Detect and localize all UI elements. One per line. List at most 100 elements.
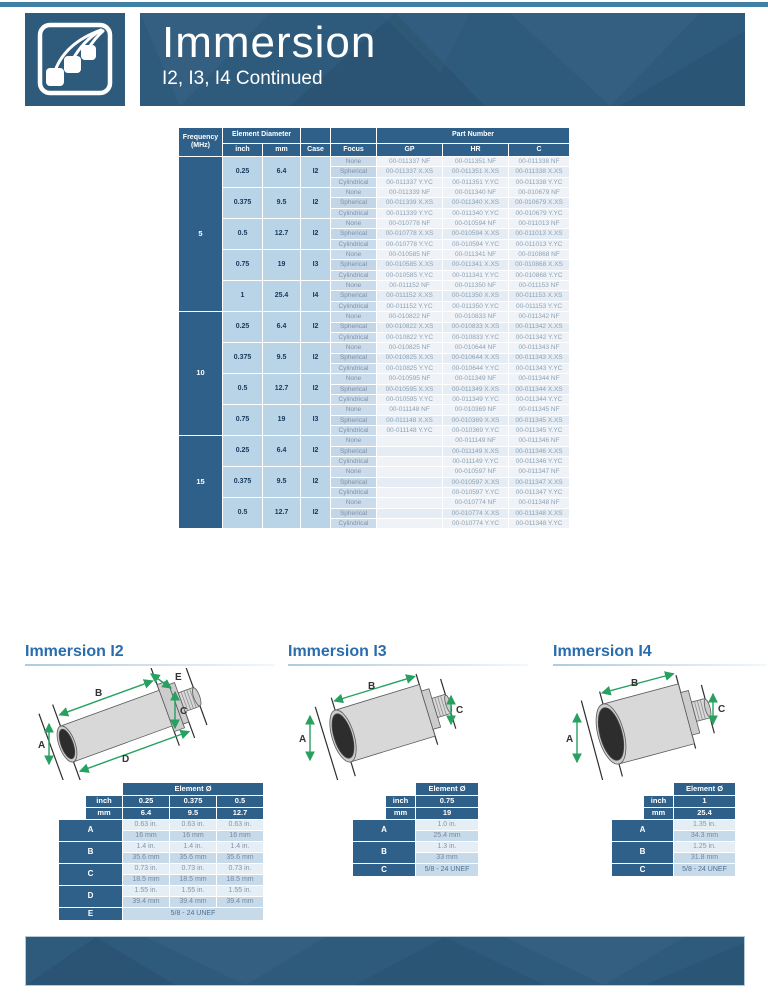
spacer — [59, 783, 123, 796]
part-number-hr-cell: 00-011341 NF — [442, 249, 510, 261]
diameter-inch-value: 0.375 — [169, 795, 217, 808]
thread-row-label: C — [352, 863, 416, 877]
col-header-case-spacer — [300, 127, 332, 144]
diameter-mm-cell: 6.4 — [261, 155, 302, 189]
part-number-gp-cell — [376, 445, 444, 457]
part-number-c-cell: 00-011347 NF — [508, 466, 571, 478]
dim-label-d: D — [122, 754, 129, 765]
part-number-gp-cell — [376, 435, 444, 447]
part-number-gp-cell: 00-011337 X.XS — [376, 166, 444, 178]
mm-label: mm — [385, 807, 416, 820]
dim-row-label: B — [611, 841, 674, 864]
part-number-c-cell: 00-011153 NF — [508, 280, 571, 292]
part-number-gp-cell — [376, 507, 444, 520]
case-cell: I3 — [300, 404, 332, 437]
diameter-mm-cell: 6.4 — [261, 435, 302, 468]
diameter-inch-value: 0.25 — [122, 795, 170, 808]
dim-label-b: B — [95, 688, 102, 699]
dim-inch-value: 1.55 in. — [169, 885, 217, 897]
dim-mm-value: 16 mm — [122, 830, 170, 842]
dim-mm-value: 31.8 mm — [673, 852, 736, 864]
element-diameter-header: Element Ø — [122, 782, 264, 796]
part-number-gp-cell — [376, 455, 444, 468]
col-header-hr: HR — [442, 143, 510, 157]
part-number-gp-cell: 00-010778 Y.YC — [376, 238, 444, 251]
focus-cell: Cylindrical — [330, 424, 378, 437]
focus-cell: Spherical — [330, 228, 378, 240]
part-number-c-cell: 00-011346 X.XS — [508, 445, 571, 457]
part-number-c-cell: 00-011346 NF — [508, 435, 571, 447]
diameter-mm-cell: 9.5 — [261, 342, 302, 375]
footer-pattern — [26, 937, 744, 985]
part-number-hr-cell: 00-010644 X.XS — [442, 352, 510, 364]
top-accent-strip — [0, 2, 768, 7]
col-header-c: C — [508, 143, 571, 157]
part-number-gp-cell: 00-010595 X.XS — [376, 383, 444, 395]
dim-inch-value: 1.55 in. — [216, 885, 264, 897]
part-number-hr-cell: 00-010597 Y.YC — [442, 486, 510, 499]
part-number-hr-cell: 00-011350 NF — [442, 280, 510, 292]
transducer-logo-icon — [37, 22, 113, 96]
thread-value: 5/8 - 24 UNEF — [673, 863, 736, 877]
part-number-gp-cell: 00-010595 Y.YC — [376, 393, 444, 406]
diameter-inch-cell: 0.75 — [222, 404, 263, 437]
part-number-gp-cell: 00-010825 X.XS — [376, 352, 444, 364]
focus-cell: Cylindrical — [330, 486, 378, 499]
dim-inch-value: 1.4 in. — [169, 841, 217, 853]
diameter-inch-cell: 1 — [222, 280, 263, 313]
part-number-hr-cell: 00-011341 Y.YC — [442, 269, 510, 282]
part-number-gp-cell: 00-011148 NF — [376, 404, 444, 416]
part-number-hr-cell: 00-011349 NF — [442, 373, 510, 385]
dim-inch-value: 0.73 in. — [216, 863, 264, 875]
dim-inch-value: 0.63 in. — [122, 819, 170, 831]
part-number-hr-cell: 00-010644 Y.YC — [442, 362, 510, 375]
dim-label-c: C — [718, 704, 725, 715]
dim-row-label: D — [58, 885, 123, 908]
part-number-hr-cell: 00-010644 NF — [442, 342, 510, 354]
case-cell: I2 — [300, 218, 332, 251]
case-cell: I3 — [300, 249, 332, 282]
focus-cell: Cylindrical — [330, 393, 378, 406]
part-number-c-cell: 00-011342 NF — [508, 311, 571, 323]
diameter-mm-value: 19 — [415, 807, 479, 820]
col-header-inch: inch — [222, 143, 263, 157]
part-number-hr-cell: 00-010594 X.XS — [442, 228, 510, 240]
part-number-hr-cell: 00-011340 NF — [442, 187, 510, 199]
thread-row-label: E — [58, 907, 123, 921]
diameter-mm-cell: 12.7 — [261, 373, 302, 406]
part-number-c-cell: 00-011344 Y.YC — [508, 393, 571, 406]
case-cell: I2 — [300, 466, 332, 499]
section-title-i2: Immersion I2 — [25, 643, 124, 660]
diameter-inch-value: 1 — [673, 795, 736, 808]
inch-label: inch — [385, 795, 416, 808]
part-number-gp-cell: 00-011152 X.XS — [376, 290, 444, 302]
part-number-gp-cell — [376, 466, 444, 478]
focus-cell: None — [330, 280, 378, 292]
case-cell: I2 — [300, 311, 332, 344]
part-number-hr-cell: 00-010774 Y.YC — [442, 518, 510, 530]
thread-value: 5/8 - 24 UNEF — [415, 863, 479, 877]
part-number-c-cell: 00-010868 NF — [508, 249, 571, 261]
dim-inch-value: 0.63 in. — [169, 819, 217, 831]
focus-cell: Cylindrical — [330, 238, 378, 251]
footer-bar — [25, 936, 745, 986]
part-number-gp-cell: 00-010595 NF — [376, 373, 444, 385]
col-header-focus-spacer — [330, 127, 378, 144]
part-number-hr-cell: 00-011351 Y.YC — [442, 176, 510, 189]
dim-mm-value: 35.6 mm — [169, 852, 217, 864]
cylinder-body-i3 — [314, 673, 457, 780]
part-number-c-cell: 00-010679 Y.YC — [508, 207, 571, 220]
part-number-c-cell: 00-011153 X.XS — [508, 290, 571, 302]
spacer — [59, 796, 86, 808]
